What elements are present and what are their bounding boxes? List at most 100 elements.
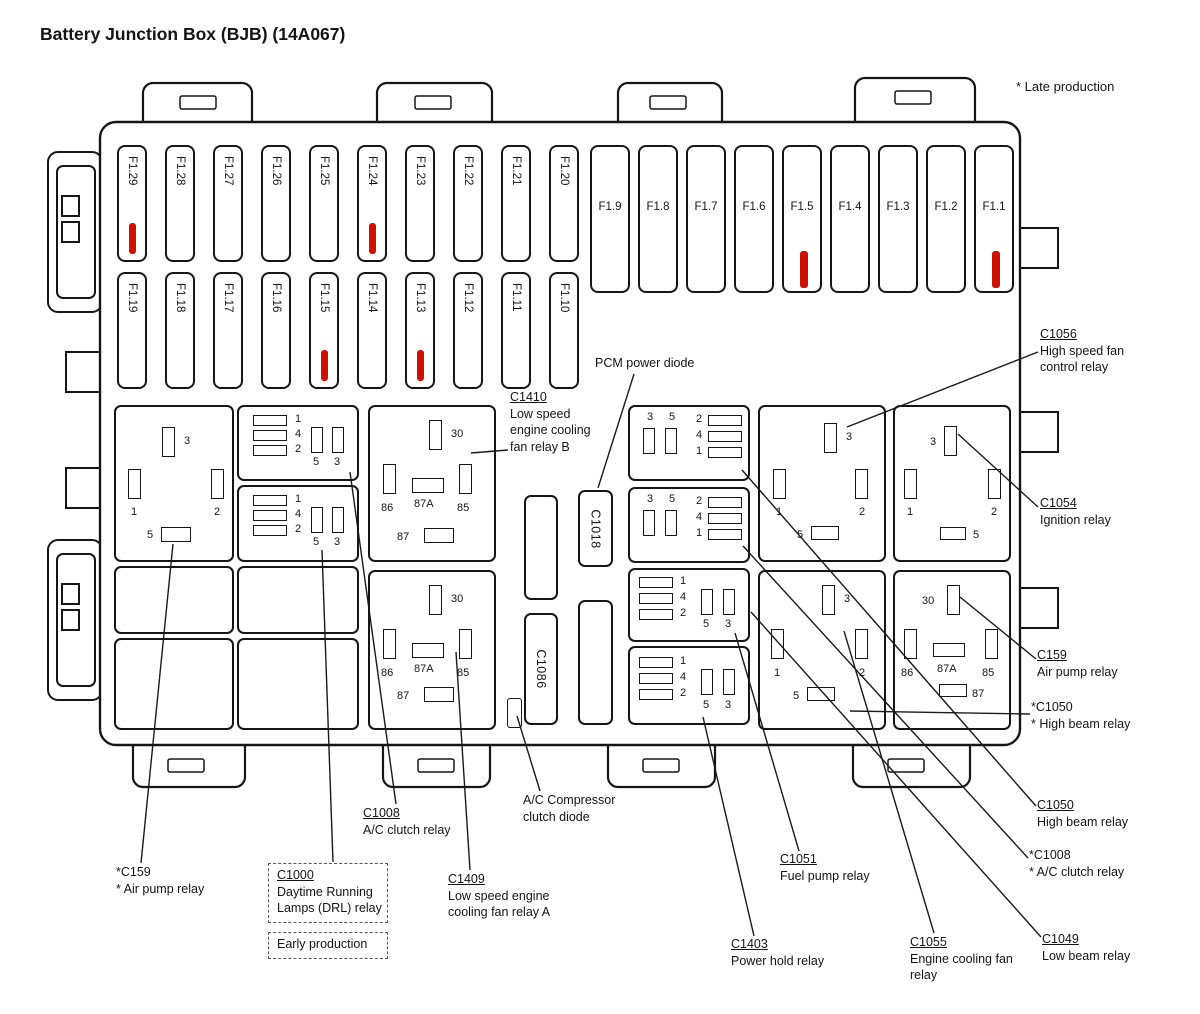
fuse-F1.4: F1.4 <box>830 145 870 293</box>
terminal <box>383 464 396 494</box>
callout-line: Ignition relay <box>1040 512 1111 527</box>
terminal <box>253 495 287 506</box>
terminal <box>708 497 742 508</box>
callout-line: Air pump relay <box>1037 664 1118 679</box>
pin-label: 30 <box>451 428 464 440</box>
callout-line: High beam relay <box>1037 814 1129 829</box>
pin-label: 1 <box>696 445 703 457</box>
late-production-note: * Late production <box>1016 79 1115 94</box>
pin-label: 87 <box>397 531 410 543</box>
connector-link-c1008[interactable]: C1008 <box>363 806 400 820</box>
fuse-label: F1.14 <box>366 283 378 313</box>
relay-ignition: 3 1 2 5 <box>893 405 1011 562</box>
fuse-label: F1.6 <box>742 201 766 213</box>
pin-label: 5 <box>703 699 710 711</box>
callout-c1050-late: *C1050 * High beam relay <box>1031 699 1130 732</box>
fuse-F1.9: F1.9 <box>590 145 630 293</box>
terminal <box>412 478 444 493</box>
fuse-label: F1.25 <box>318 156 330 186</box>
pin-label: 85 <box>982 667 995 679</box>
fuse-F1.20: F1.20 <box>549 145 579 262</box>
connector-label: C1018 <box>588 508 603 549</box>
fuse-label: F1.24 <box>366 156 378 186</box>
callout-c1051: C1051 Fuel pump relay <box>780 851 870 884</box>
callout-text: * Air pump relay <box>116 881 204 898</box>
pin-label: 1 <box>776 506 783 518</box>
terminal <box>383 629 396 659</box>
callout-line: * Air pump relay <box>116 881 205 896</box>
callout-c1008: C1008 A/C clutch relay <box>363 805 451 838</box>
connector-link-c1051[interactable]: C1051 <box>780 852 817 866</box>
fuse-F1.7: F1.7 <box>686 145 726 293</box>
terminal <box>639 673 673 684</box>
connector-link-c1056[interactable]: C1056 <box>1040 327 1077 341</box>
terminal <box>985 629 998 659</box>
callout-line: Daytime Running <box>277 884 373 899</box>
callout-c1050: C1050 High beam relay <box>1037 797 1128 830</box>
fuse-label: F1.26 <box>270 156 282 186</box>
terminal <box>643 428 655 454</box>
callout-line: relay <box>910 968 938 982</box>
terminal <box>161 527 191 542</box>
terminal <box>665 510 677 536</box>
relay-module-1: 3 5 2 4 1 <box>628 405 750 481</box>
terminal <box>723 589 735 615</box>
terminal <box>939 684 967 697</box>
pin-label: 86 <box>381 502 394 514</box>
pin-label: 30 <box>922 595 935 607</box>
fuse-F1.18: F1.18 <box>165 272 195 389</box>
fuse-F1.23: F1.23 <box>405 145 435 262</box>
connector-link-c1410[interactable]: C1410 <box>510 390 547 404</box>
callout-text: Fuel pump relay <box>780 868 870 885</box>
callout-line: * A/C clutch relay <box>1029 864 1125 879</box>
callout-line: Lamps (DRL) relay <box>277 901 382 915</box>
pin-label: 3 <box>846 431 853 443</box>
terminal <box>944 426 957 456</box>
connector-link-c1050-late: *C1050 <box>1031 700 1073 714</box>
connector-link-c159-early: *C159 <box>116 865 151 879</box>
connector-link-c1403[interactable]: C1403 <box>731 937 768 951</box>
callout-text: A/C clutch relay <box>363 822 451 839</box>
connector-link-c1000[interactable]: C1000 <box>277 868 314 882</box>
fuse-F1.5: F1.5 <box>782 145 822 293</box>
pin-label: 2 <box>696 495 703 507</box>
terminal <box>311 507 323 533</box>
callout-c1054: C1054 Ignition relay <box>1040 495 1111 528</box>
pin-label: 1 <box>696 527 703 539</box>
callout-c159-early: *C159 * Air pump relay <box>116 864 204 897</box>
pin-label: 3 <box>334 456 341 468</box>
terminal <box>708 431 742 442</box>
callout-c1008-late: *C1008 * A/C clutch relay <box>1029 847 1124 880</box>
relay-air-pump-early: 3 1 2 5 <box>114 405 234 562</box>
terminal <box>933 643 965 657</box>
pin-label: 85 <box>457 667 470 679</box>
connector-link-c1054[interactable]: C1054 <box>1040 496 1077 510</box>
callout-text: Low beam relay <box>1042 948 1130 965</box>
fuse-label: F1.12 <box>462 283 474 313</box>
connector-link-c1050[interactable]: C1050 <box>1037 798 1074 812</box>
relay-high-beam: 3 1 2 5 <box>758 570 886 730</box>
connector-link-c159[interactable]: C159 <box>1037 648 1067 662</box>
relay-module-drl-a: 1 4 2 5 3 <box>237 405 359 481</box>
callout-text: Power hold relay <box>731 953 824 970</box>
empty-slot <box>237 566 359 634</box>
connector-c1018: C1018 <box>578 490 613 567</box>
callout-line: * High beam relay <box>1031 716 1131 731</box>
terminal <box>723 669 735 695</box>
callout-text: High beam relay <box>1037 814 1128 831</box>
fuse-label: F1.11 <box>510 283 522 312</box>
connector-link-c1049[interactable]: C1049 <box>1042 932 1079 946</box>
fuse-label: F1.5 <box>790 201 814 213</box>
connector-link-c1055[interactable]: C1055 <box>910 935 947 949</box>
pin-label: 5 <box>313 456 320 468</box>
pin-label: 87A <box>937 663 957 675</box>
fuse-red-mark <box>417 350 424 381</box>
connector-link-c1409[interactable]: C1409 <box>448 872 485 886</box>
callout-line: engine cooling <box>510 423 591 437</box>
